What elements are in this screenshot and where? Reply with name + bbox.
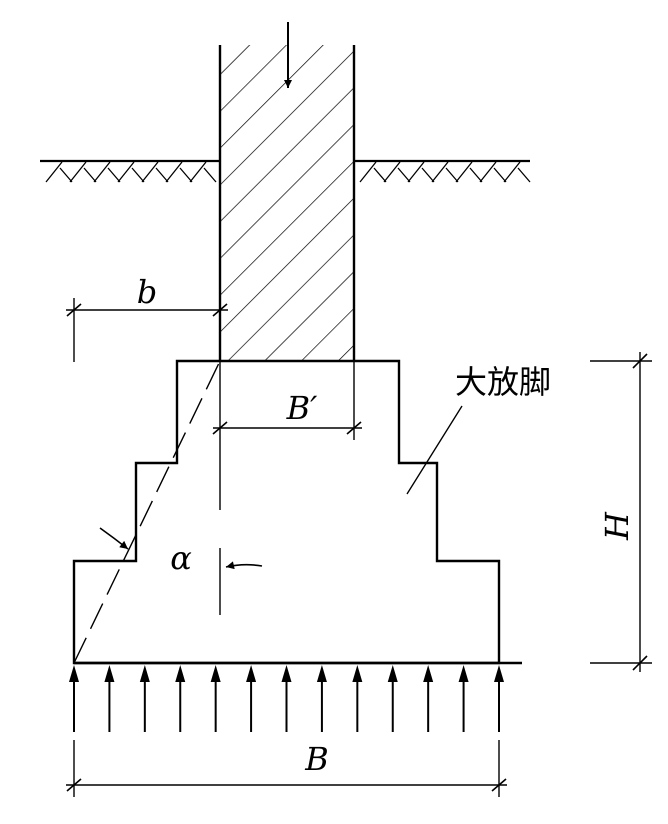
label-h: H [598,511,636,541]
label-big-b: B [304,740,329,778]
dimension-b-prime [212,361,362,440]
label-b: b [137,273,157,311]
reaction-arrow-head [69,665,79,682]
label-b-prime: B′ [286,389,319,427]
reaction-arrow-head [175,665,186,682]
reaction-arrow-head [423,665,434,682]
reaction-arrow-head [281,665,292,682]
dimension-b [66,298,228,362]
rigid-angle-line [73,360,221,664]
ground-left [40,159,220,183]
reaction-arrow-head [104,665,115,682]
wall [218,45,356,361]
dimension-big-b [66,740,507,797]
reaction-arrow-head [494,665,504,682]
reaction-arrow-head [458,665,469,682]
reaction-arrow-head [210,665,221,682]
reaction-arrow-head [352,665,363,682]
soil-reaction-arrows [69,665,504,732]
reaction-arrow-head [139,665,150,682]
reaction-arrow-head [387,665,398,682]
alpha-arrow-left [99,527,129,550]
ground-right [354,159,531,183]
alpha-arrow-right [225,561,263,570]
dimension-h [590,352,652,672]
leader-footing-name [406,405,463,495]
reaction-arrow-head [316,665,327,682]
reaction-arrow-head [246,665,257,682]
label-alpha: α [170,539,192,577]
label-footing-name: 大放脚 [455,363,551,401]
